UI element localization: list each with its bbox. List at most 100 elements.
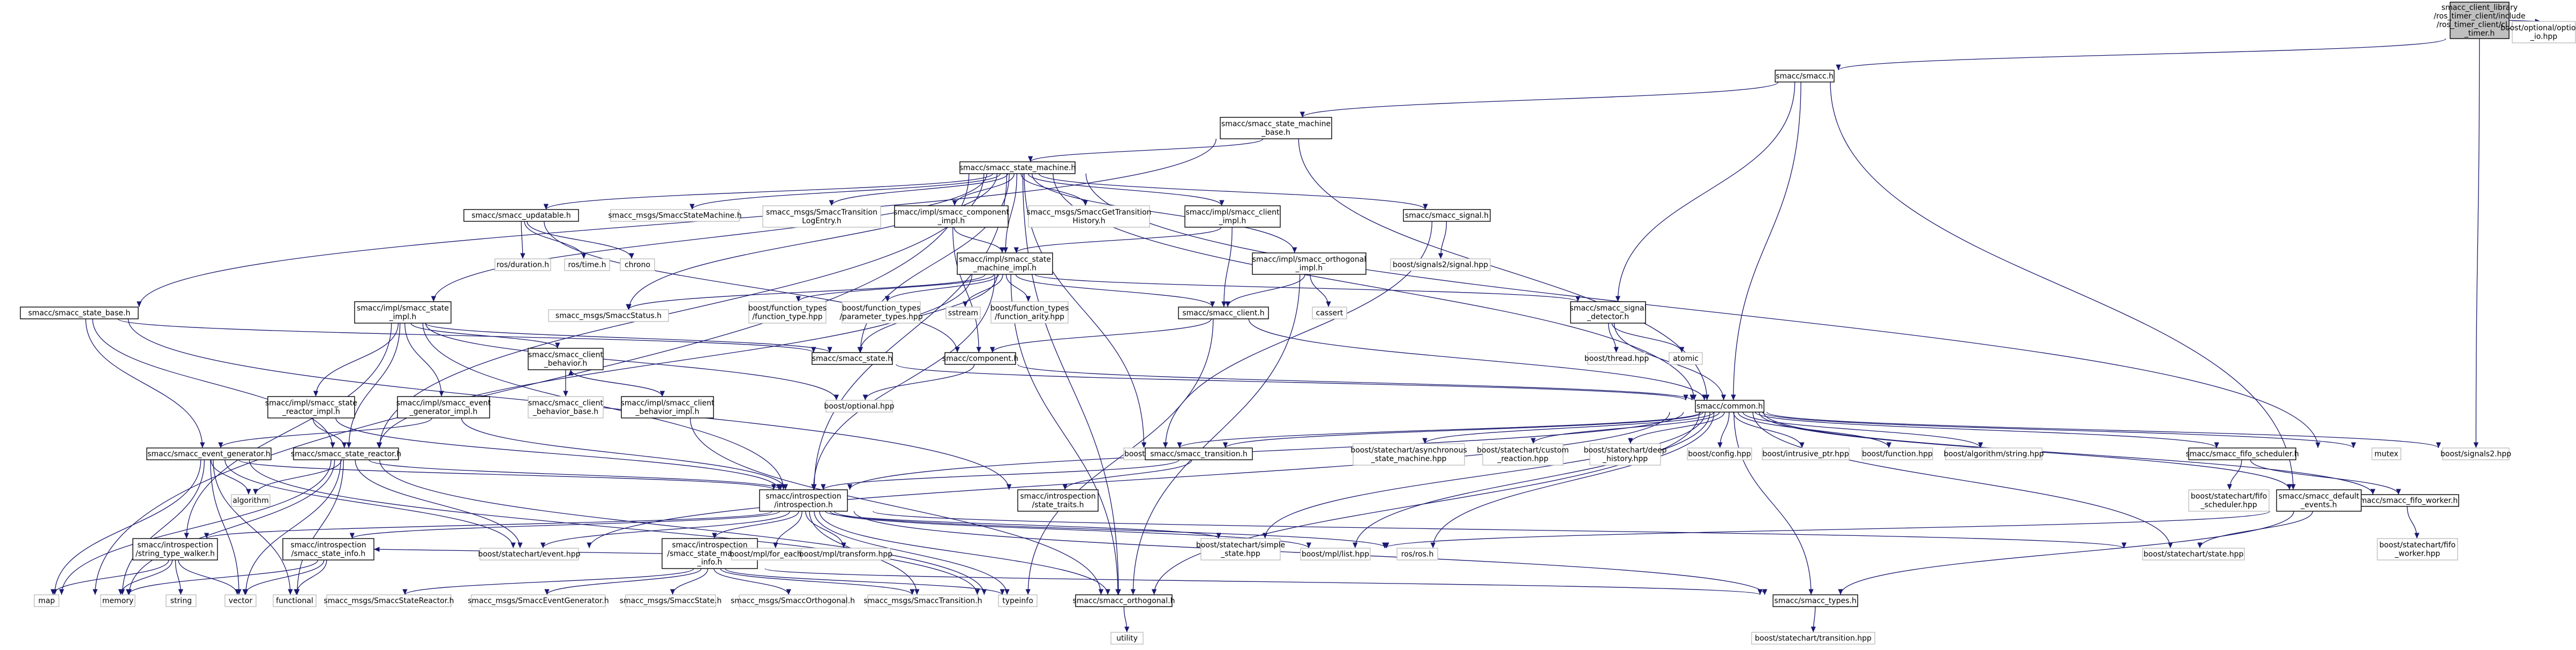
node-label-line: smacc/smacc_client <box>528 399 603 408</box>
include-edge <box>1762 412 2356 449</box>
root-header-node[interactable]: smacc_client_library/ros_timer_client/in… <box>2434 2 2526 39</box>
include-edge <box>243 459 341 595</box>
header-node[interactable]: smacc/smacc_fifo_scheduler.h <box>2186 447 2299 460</box>
header-node[interactable]: smacc/impl/smacc_state_machine_impl.h <box>957 252 1053 275</box>
header-node[interactable]: smacc/smacc_state_machine.h <box>959 161 1076 174</box>
node-box <box>1570 301 1646 324</box>
node-label-line: smacc_msgs/SmaccGetTransition <box>1027 208 1152 217</box>
header-node[interactable]: smacc/component.h <box>942 352 1018 365</box>
node-label-line: boost/statechart/asynchronous <box>1350 446 1467 455</box>
node-box <box>945 307 981 319</box>
node-label-line: smacc/smacc_event_generator.h <box>147 450 271 459</box>
node-label-line: _history.hpp <box>1602 455 1648 464</box>
include-edge <box>963 274 1003 308</box>
node-box <box>944 352 1016 365</box>
node-label-line: /smacc_state_machine <box>667 550 752 558</box>
header-node[interactable]: smacc/common.h <box>1695 400 1764 413</box>
external-header-node: string <box>166 594 197 607</box>
header-node[interactable]: smacc/smacc_state.h <box>812 352 893 365</box>
node-box <box>267 396 355 419</box>
include-edge <box>1438 221 1447 259</box>
header-node[interactable]: smacc/smacc_state_base.h <box>20 307 139 319</box>
include-edge <box>1767 412 2441 449</box>
node-label-line: _generator_impl.h <box>409 408 478 416</box>
node-box <box>20 307 139 319</box>
include-edge <box>524 221 587 259</box>
node-label-line: smacc/impl/smacc_component <box>893 208 1009 217</box>
header-node[interactable]: smacc/impl/smacc_state_reactor_impl.h <box>265 396 357 419</box>
node-box <box>957 252 1053 275</box>
node-box <box>1403 209 1491 222</box>
include-edge <box>1015 274 1215 308</box>
header-node[interactable]: smacc/smacc_transition.h <box>1145 447 1253 460</box>
include-edge <box>795 274 995 302</box>
node-box <box>273 594 317 607</box>
header-node[interactable]: smacc/impl/smacc_client_behavior_impl.h <box>621 396 715 419</box>
include-edge <box>1017 364 1695 401</box>
header-node[interactable]: smacc/impl/smacc_state_impl.h <box>354 301 452 324</box>
header-node[interactable]: smacc/introspection/string_type_walker.h <box>132 538 218 561</box>
external-header-node: smacc_msgs/SmaccEventGenerator.h <box>468 594 609 607</box>
node-label-line: boost/config.hpp <box>1688 450 1751 459</box>
node-box <box>2377 538 2458 561</box>
header-node[interactable]: smacc/introspection/smacc_state_info.h <box>282 538 374 561</box>
include-edge <box>896 364 1688 401</box>
include-edge <box>714 568 791 595</box>
include-edge <box>1611 323 1685 353</box>
header-node[interactable]: smacc/impl/smacc_orthogonal_impl.h <box>1252 252 1366 275</box>
header-node[interactable]: smacc/smacc_state_machine_base.h <box>1220 117 1332 139</box>
header-node[interactable]: smacc/smacc_client.h <box>1178 307 1269 319</box>
node-label-line: smacc/impl/smacc_event <box>396 399 491 408</box>
header-node[interactable]: smacc/smacc_types.h <box>1773 594 1858 607</box>
node-box <box>621 396 714 419</box>
node-label-line: smacc/smacc_types.h <box>1774 597 1856 606</box>
header-node[interactable]: smacc/smacc_event_generator.h <box>146 447 272 460</box>
include-edge <box>952 173 1015 206</box>
header-node[interactable]: smacc/smacc_signal_detector.h <box>1570 301 1647 324</box>
node-label-line: smacc/smacc_state_machine.h <box>959 164 1076 173</box>
include-edge <box>833 511 1390 549</box>
include-edge <box>527 221 634 259</box>
node-box <box>2450 2 2510 39</box>
header-node[interactable]: smacc/smacc_fifo_worker.h <box>2354 494 2459 507</box>
node-label-line: typeinfo <box>1002 597 1033 606</box>
external-header-node: boost/statechart/asynchronous_state_mach… <box>1350 443 1467 466</box>
header-node[interactable]: smacc/smacc_client_behavior.h <box>528 348 604 370</box>
external-header-node: utility <box>1110 632 1144 645</box>
node-box <box>610 209 740 222</box>
node-box <box>739 594 847 607</box>
node-label-line: smacc/smacc_fifo_worker.h <box>2356 497 2458 505</box>
header-node[interactable]: smacc/smacc_default_events.h <box>2276 489 2362 512</box>
include-edge <box>213 459 293 595</box>
include-edge <box>313 323 399 397</box>
header-node[interactable]: smacc/smacc_state_reactor.h <box>291 447 401 460</box>
node-label-line: smacc/smacc_orthogonal.h <box>1073 597 1175 606</box>
node-box <box>1353 443 1465 466</box>
node-label-line: boost/statechart/fifo <box>2379 541 2455 550</box>
include-edge <box>814 511 1010 595</box>
header-node[interactable]: smacc/smacc_signal.h <box>1403 209 1491 222</box>
external-header-node: smacc_msgs/SmaccTransition.h <box>863 594 982 607</box>
header-node[interactable]: smacc/impl/smacc_client_impl.h <box>1184 205 1281 228</box>
include-edge <box>990 318 1212 353</box>
node-box <box>1396 548 1438 561</box>
header-node[interactable]: smacc/introspection/introspection.h <box>759 489 848 512</box>
include-edge <box>1353 412 1710 549</box>
include-edge <box>295 459 344 595</box>
include-edge <box>689 417 1104 595</box>
header-node[interactable]: smacc/introspection/state_traits.h <box>1017 489 1099 512</box>
include-edge <box>2250 459 2401 495</box>
include-edge <box>544 221 960 353</box>
node-label-line: _scheduler.hpp <box>2200 501 2257 510</box>
node-box <box>231 494 271 507</box>
include-edge <box>1221 227 1233 308</box>
header-node[interactable]: smacc/smacc_updatable.h <box>463 209 579 222</box>
header-node[interactable]: smacc/smacc_orthogonal.h <box>1073 594 1175 607</box>
node-box <box>1075 594 1173 607</box>
external-header-node: boost/mpl/transform.hpp <box>799 548 892 561</box>
header-node[interactable]: smacc/impl/smacc_component_impl.h <box>893 205 1009 228</box>
header-node[interactable]: smacc/impl/smacc_event_generator_impl.h <box>396 396 491 419</box>
node-box <box>326 594 452 607</box>
header-node[interactable]: smacc/smacc.h <box>1775 70 1835 83</box>
node-box <box>748 301 827 324</box>
